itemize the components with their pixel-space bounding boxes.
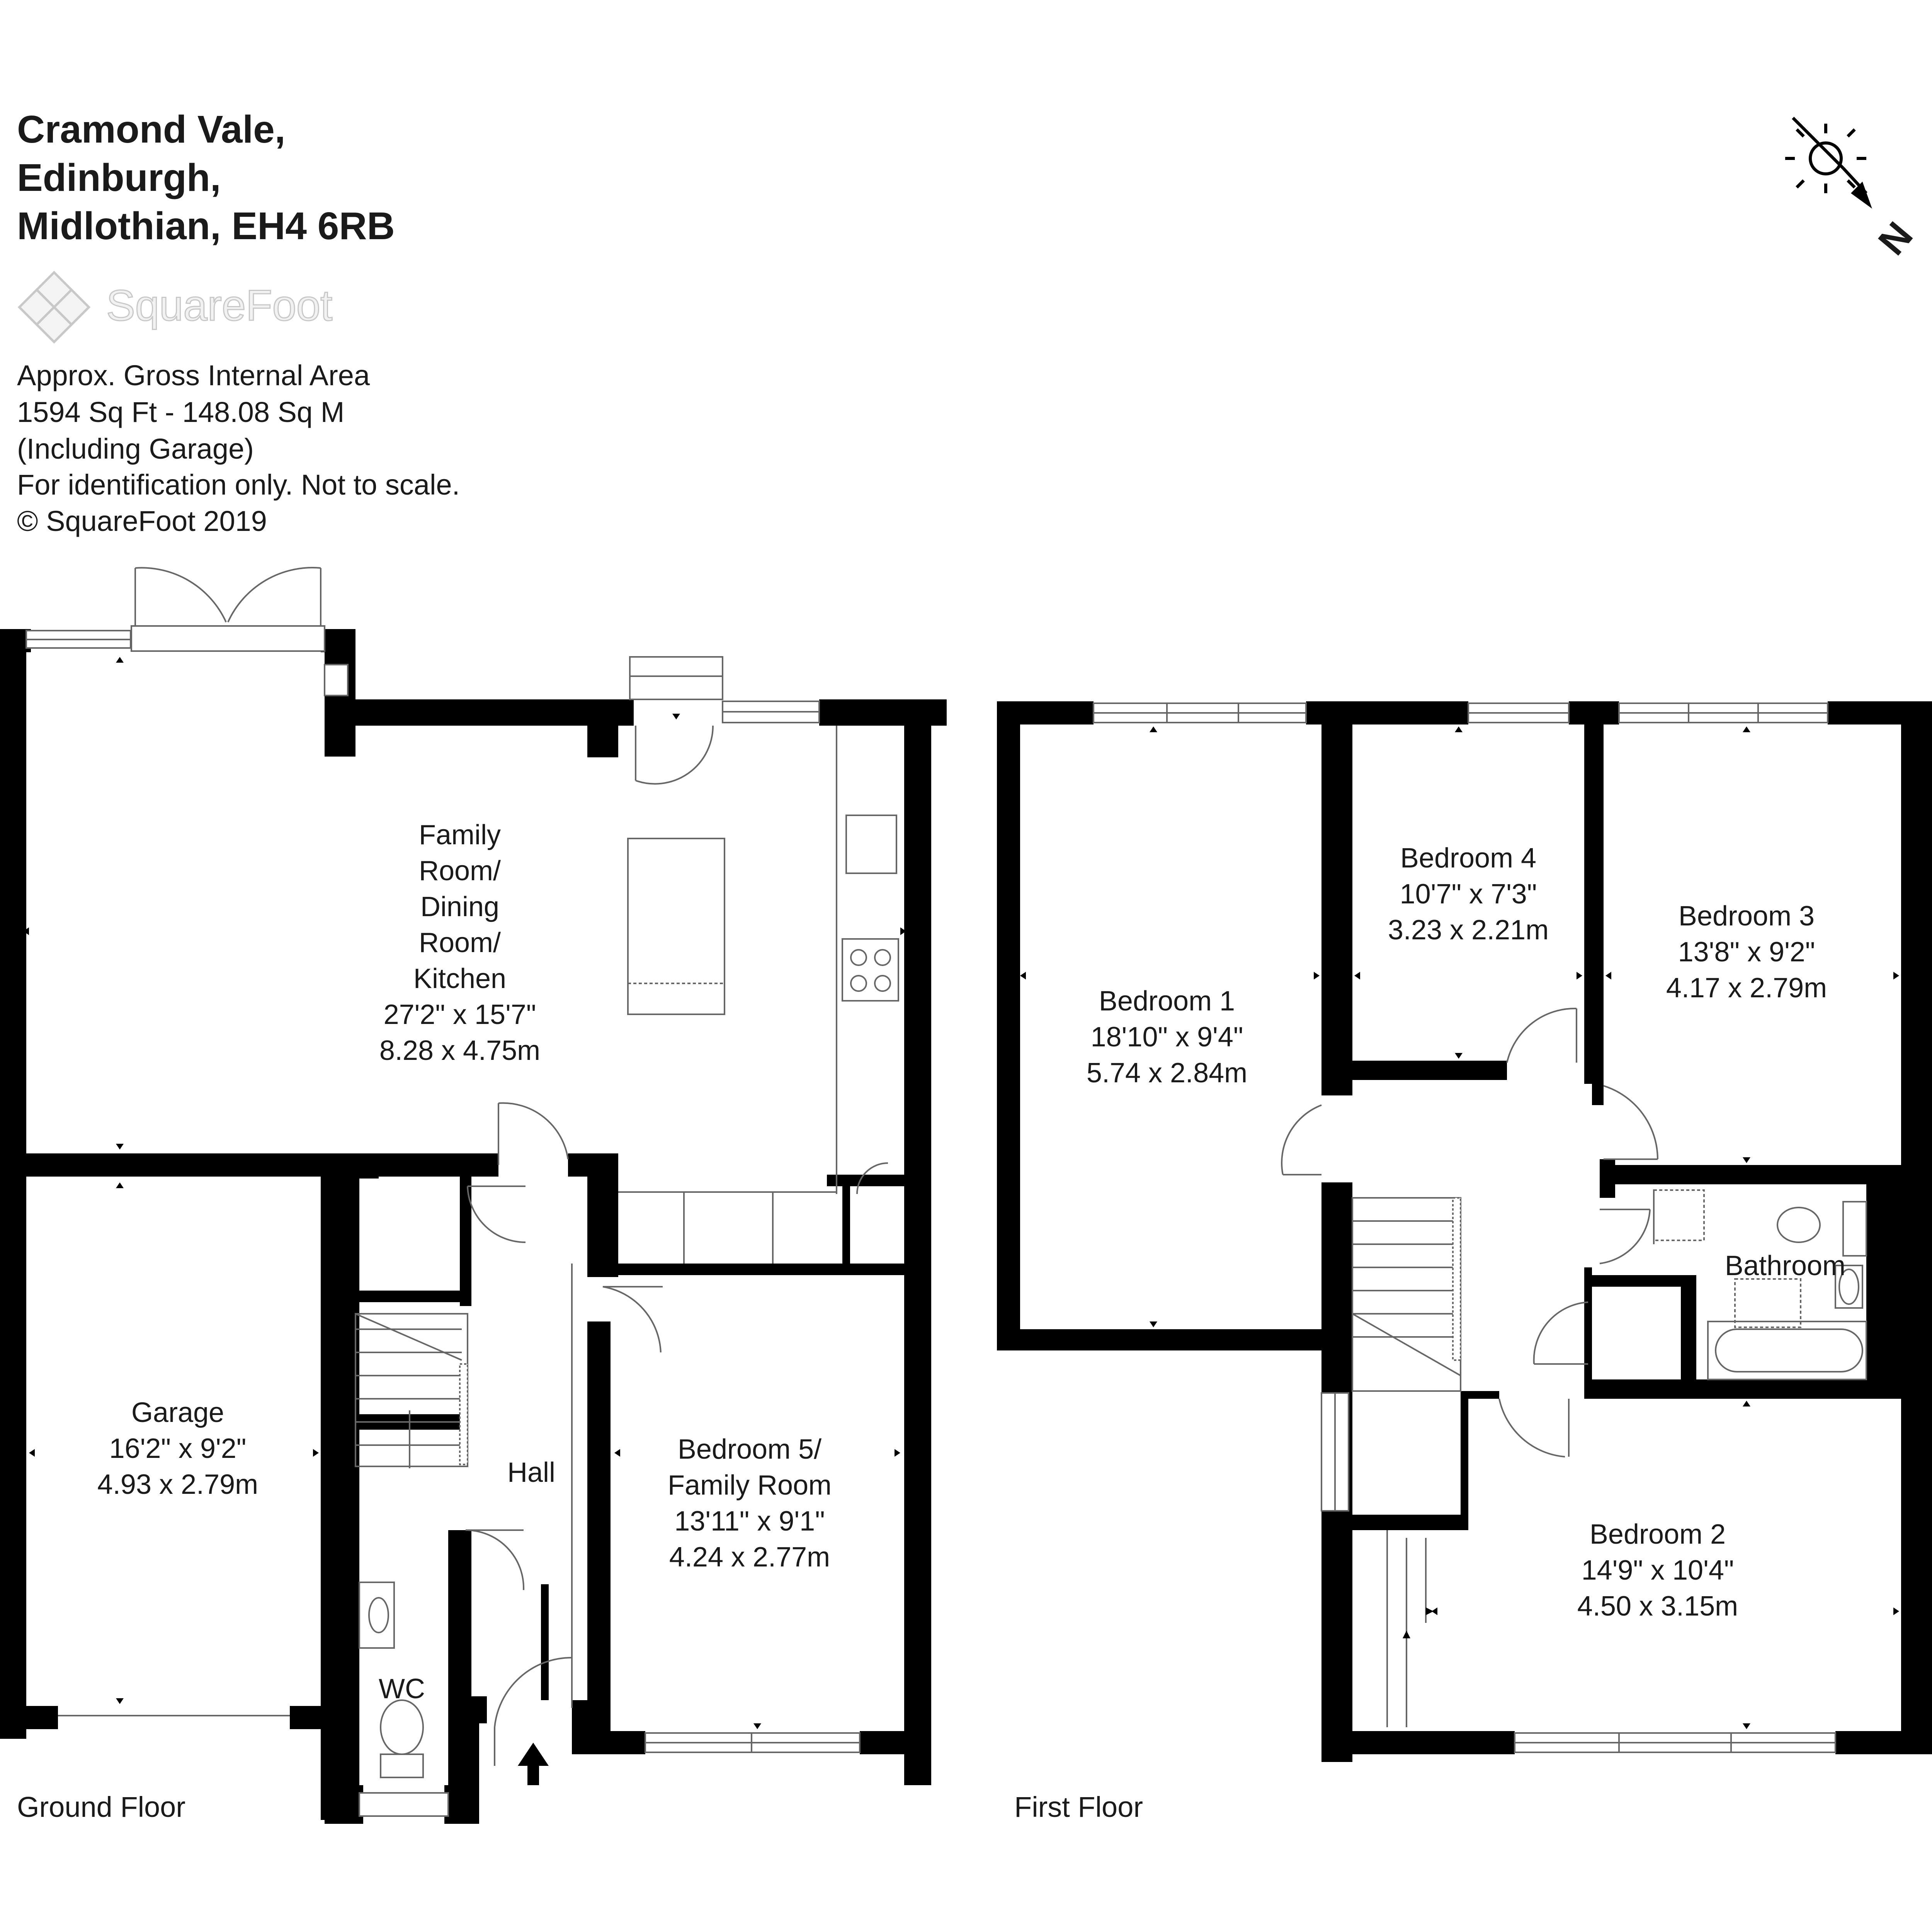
room-label-bedroom-1: Bedroom 1 18'10" x 9'4" 5.74 x 2.84m (1086, 986, 1248, 1088)
room-label-garage: Garage 16'2" x 9'2" 4.93 x 2.79m (97, 1397, 259, 1500)
room-label-bedroom-2: Bedroom 2 14'9" x 10'4" 4.50 x 3.15m (1577, 1519, 1738, 1622)
area-note: (Including Garage) (17, 433, 254, 465)
area-caption: Approx. Gross Internal Area (17, 359, 370, 391)
address-line-1: Cramond Vale, (17, 108, 286, 151)
compass-north-label: N (1870, 214, 1921, 263)
room-label-bedroom-3: Bedroom 3 13'8" x 9'2" 4.17 x 2.79m (1666, 901, 1827, 1003)
compass: N (1770, 104, 1932, 282)
ground-floor-walls (0, 629, 947, 1824)
ground-floor-plan (0, 567, 947, 1824)
room-label-hall: Hall (507, 1457, 556, 1488)
ground-floor-label: Ground Floor (17, 1791, 185, 1823)
address-line-2: Edinburgh, (17, 156, 221, 199)
room-label-bedroom-5: Bedroom 5/ Family Room 13'11" x 9'1" 4.2… (667, 1434, 832, 1573)
squarefoot-logo-icon (17, 270, 91, 344)
room-label-family-room: Family Room/ Dining Room/ Kitchen 27'2" … (379, 820, 541, 1066)
north-arrow-icon (1851, 182, 1872, 209)
first-floor-walls (997, 701, 1932, 1762)
ground-floor-dimension-ticks (23, 657, 906, 1785)
ground-floor-fixtures (26, 567, 899, 1817)
first-floor-label: First Floor (1014, 1791, 1143, 1823)
address-line-3: Midlothian, EH4 6RB (17, 204, 395, 248)
disclaimer: For identification only. Not to scale. (17, 469, 460, 501)
room-label-bathroom: Bathroom (1725, 1250, 1846, 1281)
first-floor-plan (997, 701, 1932, 1762)
room-label-wc: WC (379, 1673, 425, 1704)
copyright: © SquareFoot 2019 (17, 505, 267, 537)
first-floor-dimension-ticks (1020, 726, 1899, 1729)
logo-wordmark: SquareFoot (105, 281, 333, 330)
area-value: 1594 Sq Ft - 148.08 Sq M (17, 396, 345, 428)
first-floor-fixtures (1093, 702, 1867, 1753)
room-label-bedroom-4: Bedroom 4 10'7" x 7'3" 3.23 x 2.21m (1388, 843, 1549, 946)
squarefoot-logo: SquareFoot (15, 269, 336, 346)
